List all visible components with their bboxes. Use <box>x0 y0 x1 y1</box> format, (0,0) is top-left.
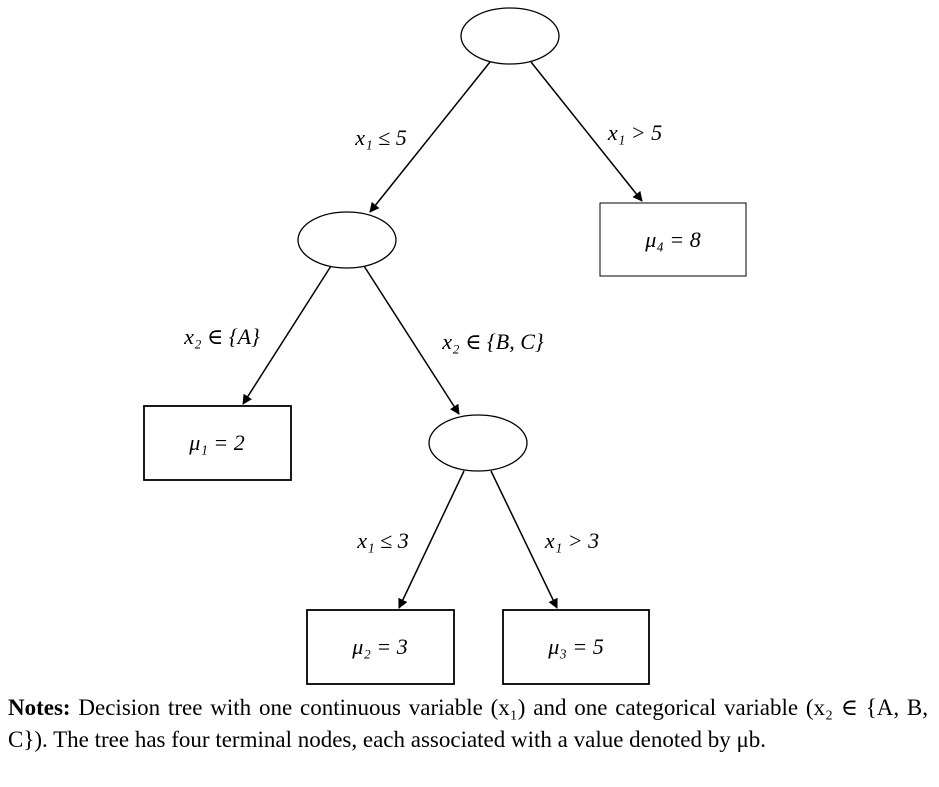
leaf-mu1 <box>143 405 292 481</box>
notes-heading: Notes: <box>8 695 71 720</box>
leaf-value: μ₄ = 8 <box>644 227 701 252</box>
edge-node3-left <box>398 470 465 609</box>
decision-tree-diagram: x₁ ≤ 5 x₁ > 5 x₂ ∈ {A} x₂ ∈ {B, C} x₁ ≤ … <box>143 7 747 685</box>
internal-node-x2 <box>297 211 397 269</box>
figure-notes: Notes: Decision tree with one continuous… <box>8 692 928 755</box>
edge-root-left <box>369 61 491 213</box>
root-node <box>460 7 560 65</box>
edge-label: x₁ ≤ 3 <box>356 528 409 553</box>
notes-text: Decision tree with one continuous variab… <box>8 695 928 752</box>
edge-node2-left <box>242 265 332 405</box>
edge-label: x₂ ∈ {B, C} <box>441 329 544 354</box>
internal-node-x1 <box>428 414 528 472</box>
leaf-mu2 <box>306 609 455 685</box>
edge-label: x₁ > 3 <box>544 528 599 553</box>
leaf-value: μ₁ = 2 <box>188 430 245 455</box>
leaf-value: μ₂ = 3 <box>351 634 408 659</box>
edge-node3-right <box>490 470 558 609</box>
leaf-mu3 <box>502 609 650 685</box>
edge-label: x₂ ∈ {A} <box>183 324 260 349</box>
leaf-mu4 <box>599 202 747 277</box>
edge-label: x₁ > 5 <box>607 120 662 145</box>
edge-label: x₁ ≤ 5 <box>354 125 407 150</box>
edge-root-right <box>530 61 643 202</box>
edge-node2-right <box>363 265 460 415</box>
leaf-value: μ₃ = 5 <box>547 634 604 659</box>
